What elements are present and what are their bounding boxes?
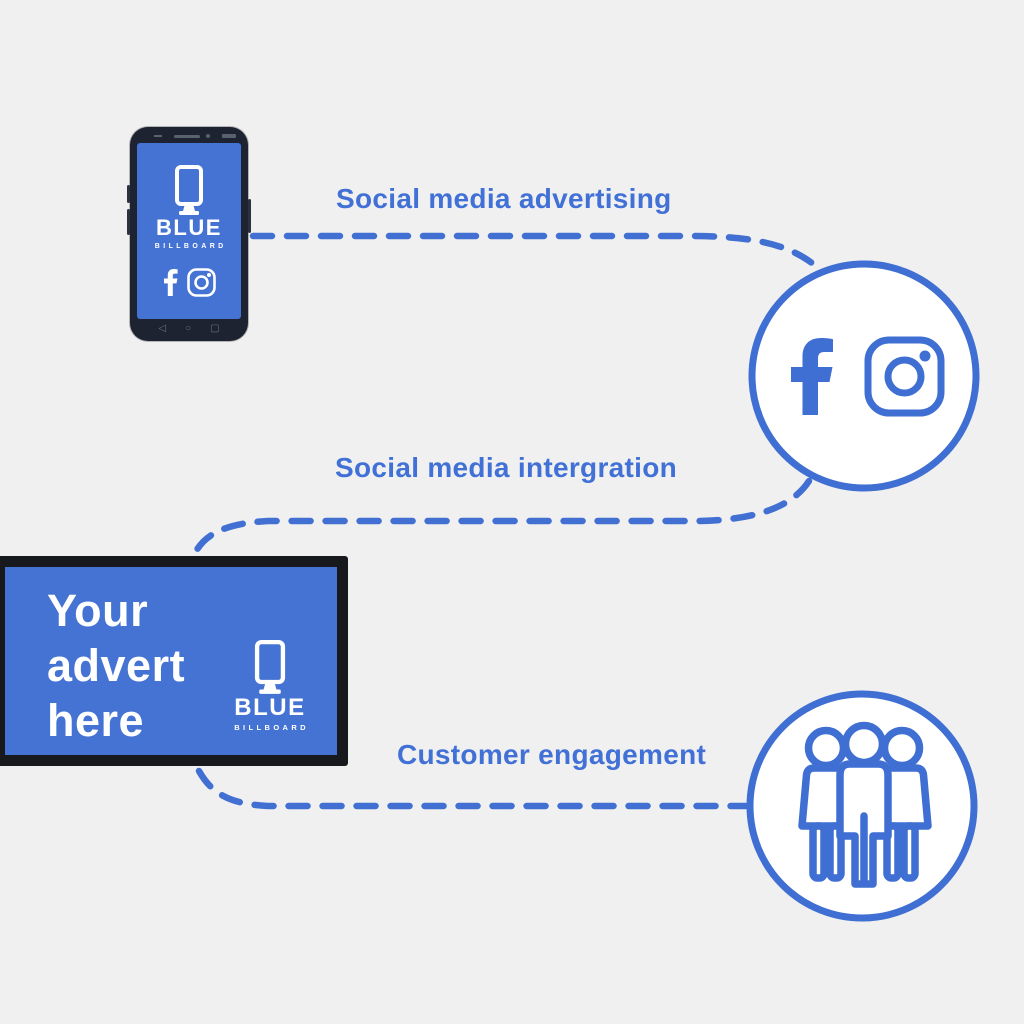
instagram-icon: [186, 268, 216, 297]
phone-social-icons: [163, 268, 216, 297]
blue-billboard-logo: BLUE BILLBOARD: [151, 165, 226, 250]
home-icon: ○: [185, 323, 192, 334]
brand-name: BLUE: [156, 215, 222, 240]
customers-circle: [746, 690, 978, 922]
advert-message: Your advert here: [47, 585, 186, 746]
status-dots: [154, 135, 162, 137]
back-icon: ◁: [158, 323, 167, 334]
instagram-icon: [864, 336, 945, 417]
earpiece-speaker: [174, 135, 200, 138]
phone-status-bar: [130, 132, 248, 140]
front-camera: [206, 134, 210, 138]
connector-advertising: [249, 232, 823, 273]
brand-subname: BILLBOARD: [234, 722, 309, 732]
phone-volume-button: [127, 209, 130, 235]
brand-name: BLUE: [234, 693, 306, 721]
smartphone: BLUE BILLBOARD ◁ ○ ▢: [127, 127, 251, 341]
phone-power-button: [248, 199, 251, 233]
status-battery-icon: [222, 134, 236, 138]
phone-volume-button: [127, 185, 130, 203]
facebook-icon: [163, 269, 178, 296]
facebook-icon: [791, 338, 833, 415]
label-social-media-integration: Social media intergration: [335, 452, 678, 483]
connector-engagement: [195, 767, 750, 810]
recents-icon: ▢: [210, 323, 220, 334]
people-group-icon: [798, 721, 932, 888]
label-social-media-advertising: Social media advertising: [336, 183, 672, 214]
brand-subname: BILLBOARD: [154, 243, 227, 250]
billboard-icon: [175, 165, 203, 215]
blue-billboard-logo: BLUE BILLBOARD: [231, 639, 309, 732]
connector-integration: [191, 477, 813, 557]
phone-screen: BLUE BILLBOARD: [137, 143, 241, 319]
phone-nav-bar: ◁ ○ ▢: [130, 322, 248, 336]
billboard-icon: [254, 639, 285, 694]
billboard-screen: Your advert here BLUE BILLBOARD: [5, 567, 337, 755]
billboard-tv: Your advert here BLUE BILLBOARD: [0, 556, 348, 766]
label-customer-engagement: Customer engagement: [397, 739, 707, 770]
social-media-circle: [748, 260, 980, 492]
